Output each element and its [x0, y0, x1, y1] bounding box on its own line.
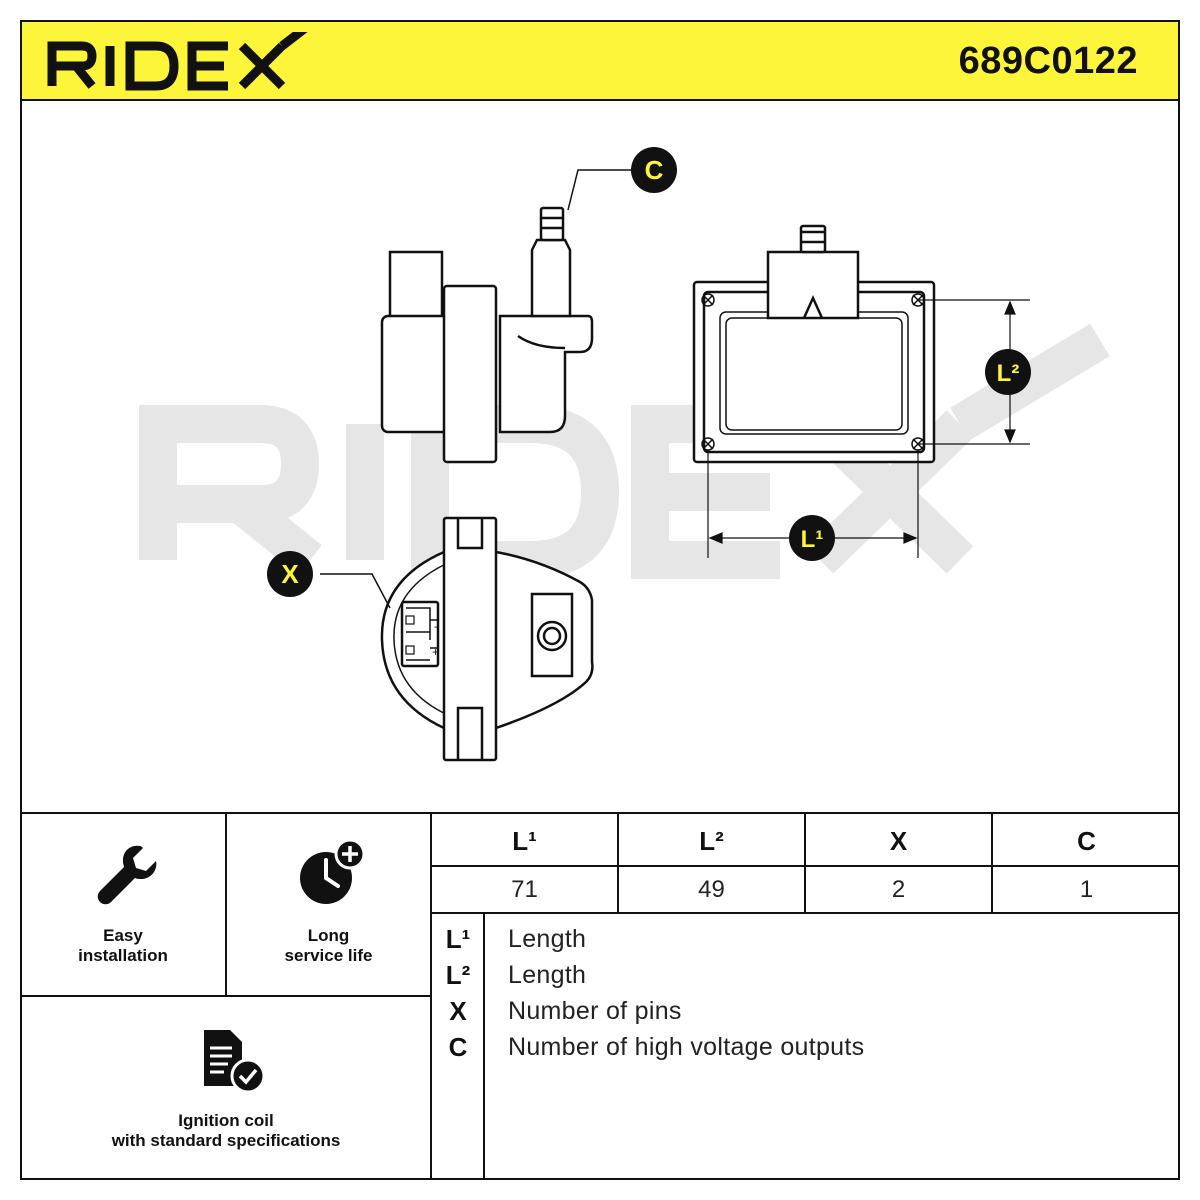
callout-x-label: X [281, 559, 299, 589]
legend-desc-l1: Length [508, 925, 587, 953]
callout-l1-label: L¹ [801, 526, 824, 553]
callout-c: C [631, 147, 677, 193]
callout-c-label: C [645, 155, 664, 185]
feature-long-line1: Long [307, 926, 350, 945]
callout-x: X [267, 551, 313, 597]
feature-standard-line2: with standard specifications [111, 1131, 341, 1150]
ridex-logo [47, 32, 308, 91]
spec-value-x: 2 [891, 875, 906, 903]
legend-key-l2: L² [445, 960, 471, 990]
legend-desc-c: Number of high voltage outputs [508, 1033, 865, 1061]
spec-value-line [430, 912, 1180, 914]
spec-col-divider-1 [617, 812, 619, 913]
feature-standard-line1: Ignition coil [178, 1111, 274, 1130]
feature-easy-line1: Easy [103, 926, 143, 945]
spec-header-x: X [889, 825, 908, 856]
spec-col-divider-3 [991, 812, 993, 913]
spec-header-l1: L¹ [512, 825, 537, 856]
spec-header-c: C [1077, 825, 1096, 856]
spec-left-border [430, 812, 432, 1180]
legend-key-c: C [448, 1032, 468, 1062]
legend-key-x: X [449, 996, 467, 1026]
feature-long-service-life: Long service life [227, 926, 430, 966]
feature-divider [225, 812, 227, 996]
technical-drawing: C L² L¹ [139, 147, 1110, 762]
wrench-icon [97, 845, 157, 905]
feature-long-line2: service life [284, 946, 373, 965]
callout-l1: L¹ [789, 515, 835, 561]
callout-l2-label: L² [997, 360, 1020, 387]
spec-col-divider-2 [804, 812, 806, 913]
coil-front-view [692, 224, 936, 464]
spec-header-l2: L² [699, 825, 724, 856]
header-bar: 689C0122 [20, 20, 1180, 101]
spec-value-l1: 71 [511, 875, 538, 903]
document-check-icon [204, 1030, 266, 1094]
callout-l2: L² [985, 349, 1031, 395]
coil-side-view [380, 169, 632, 464]
part-number: 689C0122 [958, 40, 1138, 82]
legend-divider [483, 912, 485, 1180]
legend-key-l1: L¹ [445, 924, 471, 954]
feature-row-divider [20, 995, 432, 997]
connector-minus-mark: - [434, 621, 438, 633]
legend-desc-l2: Length [508, 961, 587, 989]
feature-easy-line2: installation [78, 946, 168, 965]
ridex-watermark [139, 323, 1110, 579]
feature-easy-installation: Easy installation [22, 926, 224, 966]
feature-standard-specs: Ignition coil with standard specificatio… [22, 1111, 430, 1151]
sheet-frame [20, 20, 1180, 1180]
table-top-border [20, 812, 1180, 814]
clock-plus-icon [300, 838, 366, 904]
coil-bottom-view [320, 516, 594, 762]
spec-value-l2: 49 [698, 875, 725, 903]
legend-desc-x: Number of pins [508, 997, 682, 1025]
spec-value-c: 1 [1079, 875, 1094, 903]
connector-plus-mark: + [432, 645, 439, 659]
